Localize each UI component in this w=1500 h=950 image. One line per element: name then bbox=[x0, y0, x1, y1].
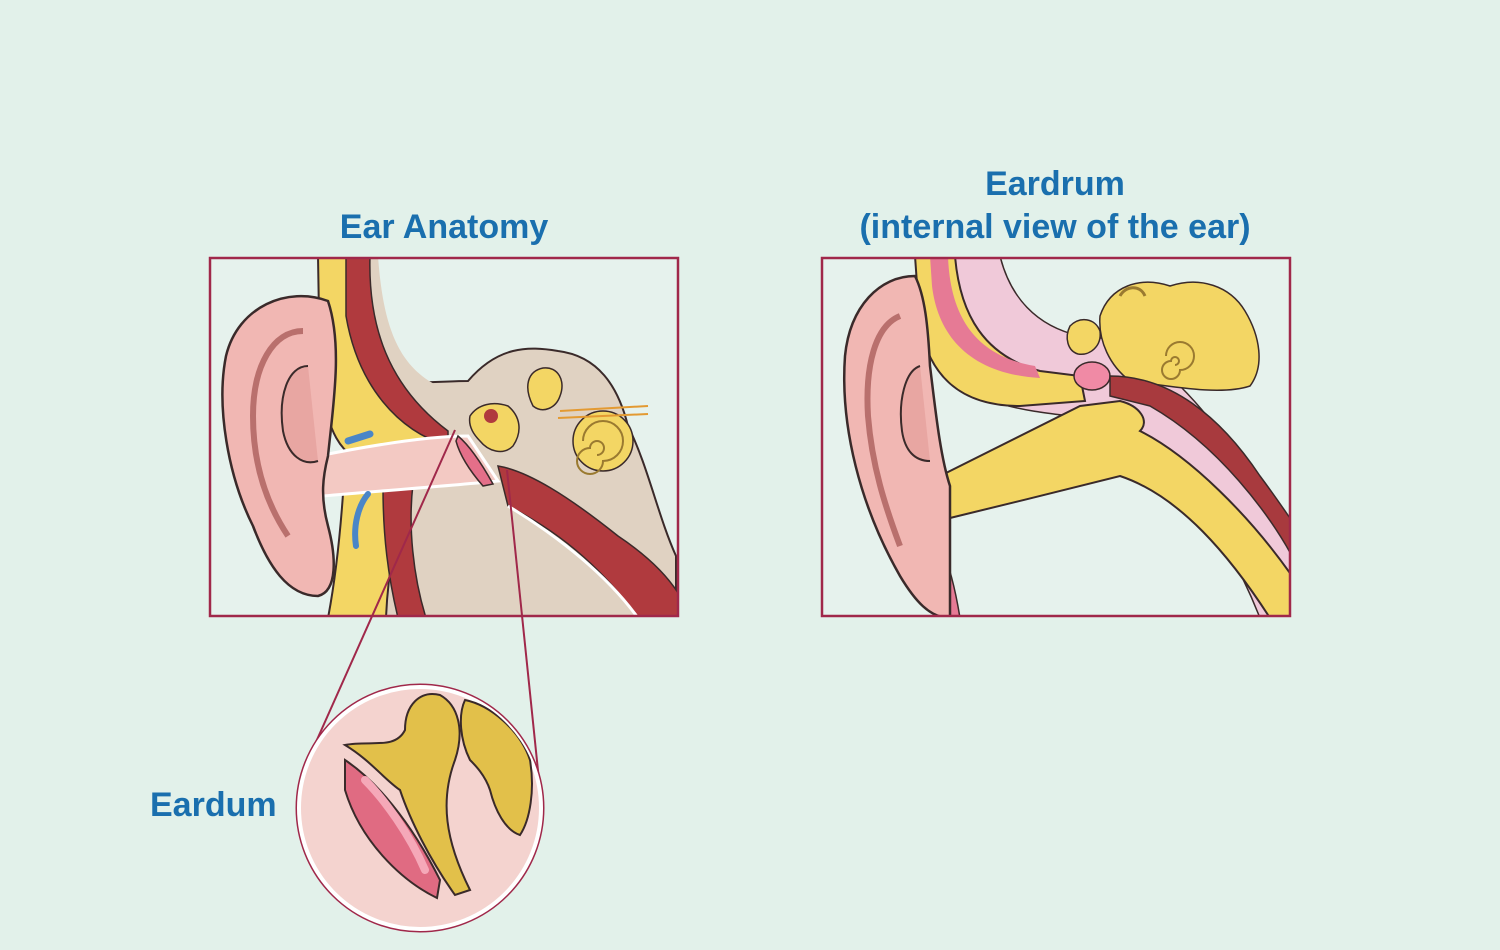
eardrum bbox=[455, 434, 495, 487]
ear-anatomy-title: Ear Anatomy bbox=[339, 208, 549, 246]
bone-lower bbox=[906, 399, 1290, 616]
eardrum-membrane bbox=[344, 758, 442, 900]
ossicles bbox=[1066, 319, 1101, 355]
eardrum-title: Eardrum (internal view of the ear) bbox=[820, 163, 1290, 249]
eardrum-title-line2: (internal view of the ear) bbox=[859, 208, 1251, 246]
eustachian-tube bbox=[1109, 375, 1290, 554]
eustachian-tube bbox=[496, 465, 678, 616]
semicircular-canals bbox=[527, 367, 563, 411]
malleus bbox=[342, 693, 472, 897]
eardum-label: Eardum bbox=[150, 786, 277, 824]
ossicles bbox=[468, 403, 520, 453]
eardrum-internal-panel bbox=[820, 256, 1292, 618]
eardrum bbox=[1073, 361, 1111, 391]
ear-anatomy-panel bbox=[208, 256, 680, 618]
cochlea bbox=[1099, 281, 1260, 392]
incus bbox=[459, 698, 533, 837]
eardrum-magnified-circle bbox=[295, 683, 545, 933]
cochlea bbox=[572, 410, 634, 475]
eardrum-title-line1: Eardrum bbox=[985, 165, 1125, 203]
